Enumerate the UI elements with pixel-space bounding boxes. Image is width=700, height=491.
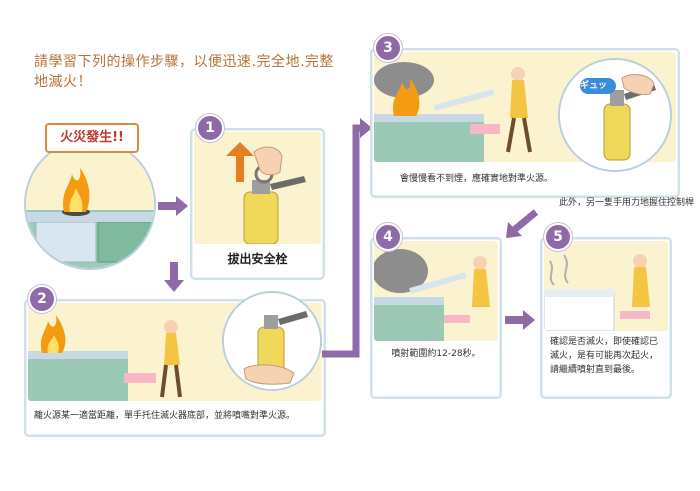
keep-spraying-illustration [374,241,498,341]
step-4-panel: 4 噴射範圍約12-28秒。 [370,223,502,399]
step-3-panel: ギュッ 3 會慢慢看不到煙，應確實地對準火源。 [370,34,680,198]
connector-arrow-icon [322,118,372,358]
arrow-right-icon [505,310,535,330]
arrow-down-icon [164,262,184,292]
fire-alert-badge: 火災發生!! [45,123,139,153]
step-2-number: 2 [28,285,56,313]
step-5-caption: 確認是否滅火，即使確認已滅火，是有可能再次起火，請繼續噴射直到最後。 [550,337,659,375]
step-3-caption: 會慢慢看不到煙，應確實地對準火源。 [400,174,554,184]
step-3-number: 3 [374,34,402,62]
step-4-number: 4 [374,223,402,251]
instruction-title: 請學習下列的操作步驟，以便迅速.完全地.完整地滅火！ [34,54,334,90]
arrow-down-left-icon [506,209,538,238]
step-1-number: 1 [196,114,224,142]
step-5-panel: 5 確認是否滅火，即使確認已滅火，是有可能再次起火，請繼續噴射直到最後。 [540,223,672,399]
step-4-caption: 噴射範圍約12-28秒。 [391,349,481,359]
pull-pin-illustration [194,132,321,244]
squeeze-zoom-circle [558,58,672,172]
squeeze-sound-effect: ギュッ [580,81,608,91]
arrow-right-icon [158,196,188,216]
step-2-caption: 離火源某一適當距離，單手托住滅火器底部，並將噴嘴對準火源。 [34,411,296,421]
step-1-panel: 1 拔出安全栓 [190,114,325,280]
step-1-caption: 拔出安全栓 [227,252,288,266]
fire-scene-circle [24,138,156,270]
extinguisher-hand-illustration [224,293,320,389]
side-note: 此外，另一隻手用力地握住控制桿 [558,198,694,208]
step-5-number: 5 [544,223,572,251]
confirm-extinguished-illustration [544,241,668,331]
nozzle-zoom-circle [222,291,322,391]
kitchen-fire-illustration [26,140,154,268]
squeeze-lever-illustration [560,60,670,170]
step-2-panel: 2 離火源某一適當距離，單手托住滅火器底部，並將噴嘴對準火源。 [24,285,326,437]
